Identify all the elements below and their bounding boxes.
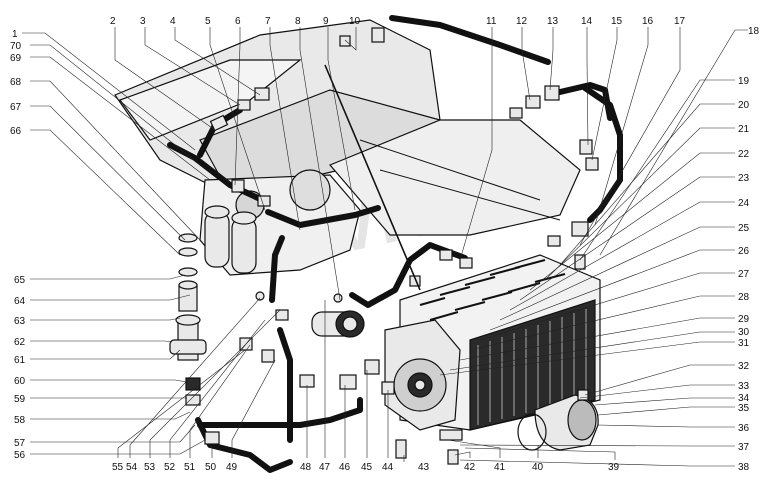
callout-59: 59 (14, 394, 26, 405)
electric-motor (311, 310, 365, 338)
callout-48: 48 (300, 462, 312, 473)
callout-4: 4 (170, 16, 176, 27)
thermostat-housing (169, 314, 207, 406)
callout-63: 63 (14, 316, 26, 327)
callout-65: 65 (14, 275, 26, 286)
callout-9: 9 (323, 16, 329, 27)
callout-13: 13 (547, 16, 559, 27)
callout-42: 42 (464, 462, 476, 473)
seal-rings (178, 233, 198, 312)
callout-41: 41 (494, 462, 506, 473)
callout-67: 67 (10, 102, 22, 113)
callout-56: 56 (14, 450, 26, 461)
callouts-left: 1 70 69 68 67 66 65 64 63 62 61 60 59 58… (10, 29, 211, 461)
callout-27: 27 (738, 269, 750, 280)
control-rod (324, 64, 421, 291)
callout-5: 5 (205, 16, 211, 27)
callout-66: 66 (10, 126, 22, 137)
callout-6: 6 (235, 16, 241, 27)
engine-block (114, 19, 581, 276)
callout-55: 55 (112, 462, 124, 473)
callout-70: 70 (10, 41, 22, 52)
fuel-filters (204, 205, 257, 274)
callout-2: 2 (110, 16, 116, 27)
callout-47: 47 (319, 462, 331, 473)
callout-37: 37 (738, 442, 750, 453)
callout-52: 52 (164, 462, 176, 473)
callout-54: 54 (126, 462, 138, 473)
callouts-top: 2 3 4 5 6 7 8 9 10 11 12 13 14 15 16 17 (110, 16, 686, 301)
callout-31: 31 (738, 338, 750, 349)
callout-28: 28 (738, 292, 750, 303)
callout-10: 10 (349, 16, 361, 27)
callout-8: 8 (295, 16, 301, 27)
callout-62: 62 (14, 337, 26, 348)
callout-38: 38 (738, 462, 750, 473)
callout-61: 61 (14, 355, 26, 366)
callout-43: 43 (418, 462, 430, 473)
callout-7: 7 (265, 16, 271, 27)
callout-30: 30 (738, 327, 750, 338)
callout-64: 64 (14, 296, 26, 307)
callout-15: 15 (611, 16, 623, 27)
callout-23: 23 (738, 173, 750, 184)
callout-53: 53 (144, 462, 156, 473)
callout-22: 22 (738, 149, 750, 160)
callout-51: 51 (184, 462, 196, 473)
callout-3: 3 (140, 16, 146, 27)
water-pump (384, 319, 461, 431)
callout-69: 69 (10, 53, 22, 64)
callouts-right: 18 19 20 21 22 23 24 25 26 27 28 29 30 3… (439, 26, 760, 473)
callout-39: 39 (608, 462, 620, 473)
callout-40: 40 (532, 462, 544, 473)
callout-44: 44 (382, 462, 394, 473)
callout-33: 33 (738, 381, 750, 392)
callout-68: 68 (10, 77, 22, 88)
callout-17: 17 (674, 16, 686, 27)
callout-50: 50 (205, 462, 217, 473)
callout-60: 60 (14, 376, 26, 387)
callout-58: 58 (14, 415, 26, 426)
callout-25: 25 (738, 223, 750, 234)
callout-21: 21 (738, 124, 750, 135)
callout-19: 19 (738, 76, 750, 87)
callout-26: 26 (738, 246, 750, 257)
callout-24: 24 (738, 198, 750, 209)
callout-32: 32 (738, 361, 750, 372)
callout-16: 16 (642, 16, 654, 27)
callout-46: 46 (339, 462, 351, 473)
callout-1: 1 (12, 29, 18, 40)
callout-14: 14 (581, 16, 593, 27)
callout-36: 36 (738, 423, 750, 434)
callout-49: 49 (226, 462, 238, 473)
callout-29: 29 (738, 314, 750, 325)
callout-34: 34 (738, 393, 750, 404)
callout-57: 57 (14, 438, 26, 449)
callouts-bottom: 39 40 41 42 43 44 45 46 47 48 49 50 51 5… (112, 297, 620, 473)
callout-35: 35 (738, 403, 750, 414)
callout-12: 12 (516, 16, 528, 27)
callout-18: 18 (748, 26, 760, 37)
callout-20: 20 (738, 100, 750, 111)
callout-45: 45 (361, 462, 373, 473)
callout-11: 11 (486, 16, 497, 27)
